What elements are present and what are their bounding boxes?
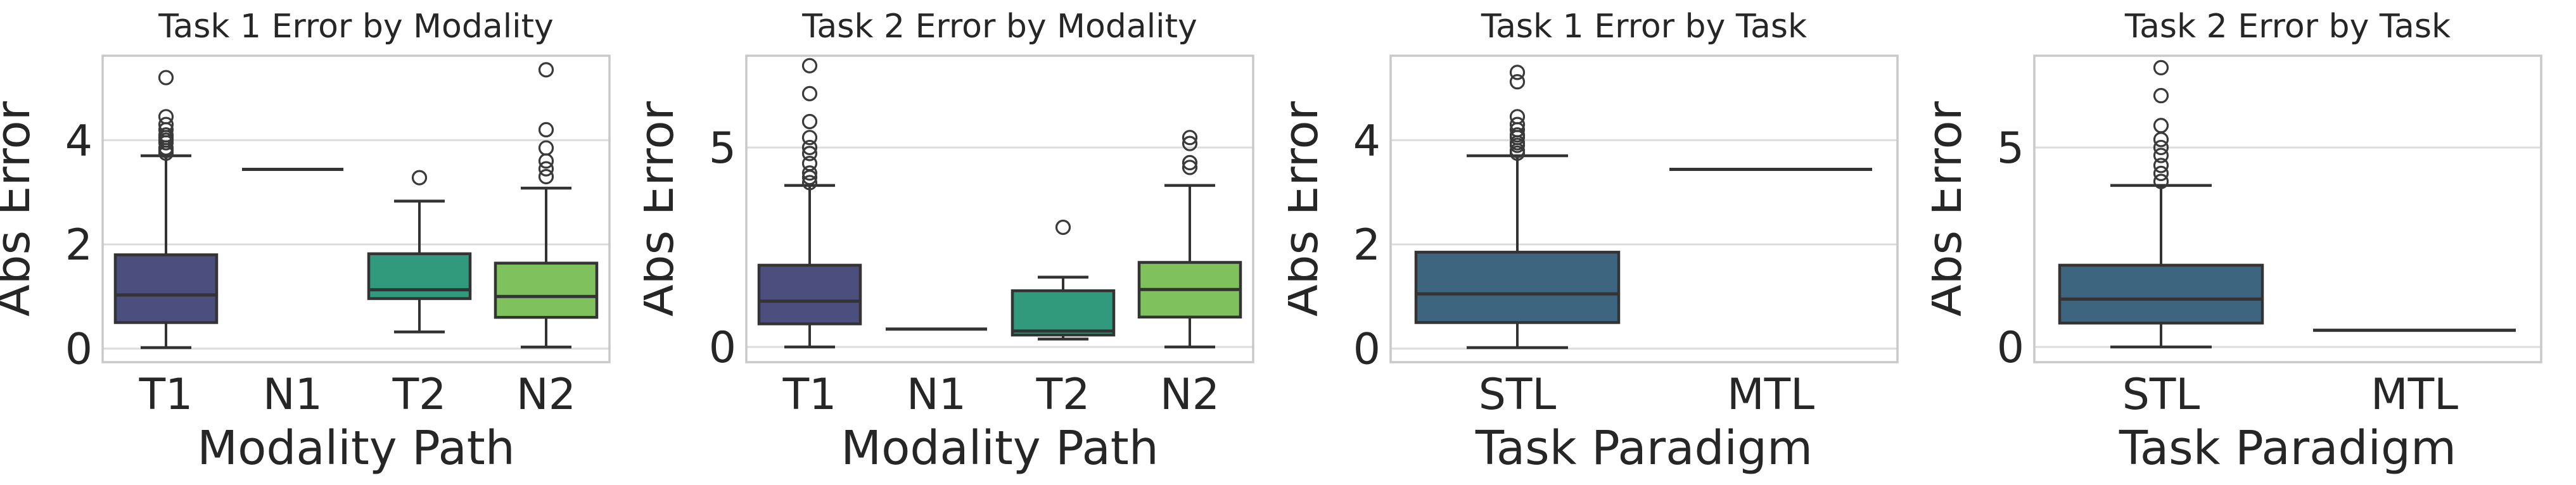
outlier-point (1509, 117, 1526, 132)
outlier-point (801, 130, 818, 146)
y-axis-label: Abs Error (0, 101, 41, 317)
x-tick-label-N1: N1 (907, 370, 966, 420)
outlier-point (2153, 139, 2169, 156)
iqr-box (2058, 263, 2264, 325)
outlier-point (2153, 148, 2169, 163)
panel-background (1932, 0, 2576, 485)
box-T1 (757, 58, 862, 349)
iqr-box (113, 253, 219, 324)
outlier-point (158, 109, 174, 125)
outlier-point (1182, 154, 1198, 170)
outlier-point (1509, 109, 1526, 125)
panel-background (0, 0, 644, 485)
outlier-point (1182, 135, 1198, 151)
iqr-box (367, 252, 472, 300)
x-tick-label-MTL: MTL (1727, 370, 1814, 420)
outlier-point (2153, 165, 2169, 182)
outlier-point (2153, 87, 2169, 104)
outlier-point (801, 58, 818, 73)
axes-frame (1389, 54, 1899, 363)
x-axis-label: Task Paradigm (1475, 421, 1813, 476)
axes-frame (101, 54, 611, 363)
y-tick-label: 2 (65, 220, 92, 270)
outlier-point (801, 165, 818, 181)
panel-title: Task 2 Error by Task (2124, 8, 2451, 46)
iqr-box (1414, 251, 1621, 324)
y-tick-label: 5 (1997, 123, 2024, 173)
y-tick-label: 0 (65, 325, 92, 375)
panel-background (644, 0, 1288, 485)
y-tick-label: 0 (1997, 323, 2024, 373)
axes-frame (745, 54, 1254, 363)
outlier-point (538, 140, 554, 156)
outlier-point (538, 168, 554, 185)
x-tick-label-STL: STL (1479, 370, 1557, 420)
box-T2 (367, 170, 472, 334)
outlier-point (538, 161, 554, 177)
box-T2 (1011, 219, 1116, 341)
y-tick-label: 0 (1353, 325, 1380, 375)
box-T1 (113, 70, 219, 350)
x-tick-label-T1: T1 (139, 370, 193, 420)
axes-frame (2033, 54, 2542, 363)
x-axis-label: Modality Path (197, 421, 514, 476)
box-STL (1414, 65, 1621, 350)
outlier-point (1182, 130, 1198, 146)
outlier-point (2153, 118, 2169, 134)
outlier-point (1182, 160, 1198, 175)
y-tick-label: 5 (709, 123, 736, 173)
y-axis-label: Abs Error (1288, 101, 1329, 317)
outlier-point (1509, 74, 1526, 90)
panel-title: Task 1 Error by Modality (158, 8, 554, 46)
outlier-point (411, 170, 428, 186)
x-axis-label: Modality Path (841, 421, 1158, 476)
outlier-point (1509, 127, 1526, 143)
outlier-point (158, 70, 174, 85)
outlier-point (801, 156, 818, 172)
x-tick-label-N1: N1 (263, 370, 322, 420)
y-tick-label: 4 (65, 116, 92, 166)
y-tick-label: 0 (709, 323, 736, 373)
x-tick-label-N2: N2 (1160, 370, 1220, 420)
x-tick-label-T2: T2 (392, 370, 447, 420)
y-axis-label: Abs Error (644, 101, 684, 317)
x-axis-label: Task Paradigm (2119, 421, 2456, 476)
outlier-point (1055, 219, 1071, 236)
outlier-point (158, 117, 174, 132)
iqr-box (757, 263, 862, 325)
iqr-box (494, 261, 599, 319)
outlier-point (801, 139, 818, 156)
x-tick-label-MTL: MTL (2371, 370, 2458, 420)
y-tick-label: 2 (1353, 220, 1380, 270)
box-N2 (1137, 130, 1242, 349)
outlier-point (2153, 158, 2169, 173)
y-tick-label: 4 (1353, 116, 1380, 166)
iqr-box (1011, 289, 1116, 337)
panel-title: Task 2 Error by Modality (801, 8, 1197, 46)
x-tick-label-T1: T1 (782, 370, 837, 420)
outlier-point (801, 175, 818, 191)
outlier-point (801, 85, 818, 101)
box-N2 (494, 62, 599, 349)
panel-title: Task 1 Error by Task (1481, 8, 1807, 46)
outlier-point (2153, 173, 2169, 189)
outlier-point (538, 122, 554, 137)
outlier-point (2153, 60, 2169, 76)
panel-background (1288, 0, 1932, 485)
box-STL (2058, 60, 2264, 349)
x-tick-label-T2: T2 (1036, 370, 1090, 420)
x-tick-label-N2: N2 (516, 370, 576, 420)
outlier-point (801, 113, 818, 130)
x-tick-label-STL: STL (2122, 370, 2200, 420)
outlier-point (158, 127, 174, 143)
outlier-point (538, 62, 554, 78)
outlier-point (1509, 65, 1526, 80)
y-axis-label: Abs Error (1932, 101, 1972, 317)
outlier-point (801, 146, 818, 161)
